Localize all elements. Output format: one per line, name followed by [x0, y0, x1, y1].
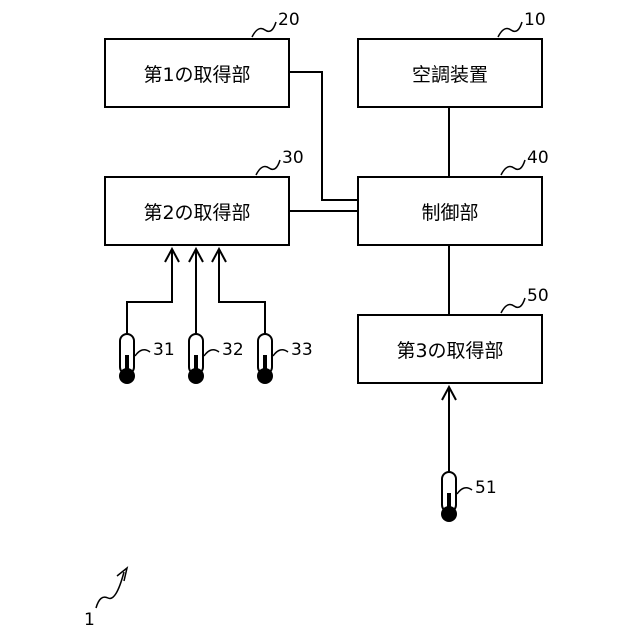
connector-acq1-control — [289, 72, 358, 200]
leader-line-40 — [501, 160, 525, 175]
ref-numeral-20: 20 — [278, 10, 300, 30]
acquisition-unit-1-block: 第1の取得部 — [104, 38, 290, 108]
leader-line-33 — [273, 350, 288, 356]
air-conditioner-label: 空調装置 — [412, 60, 488, 87]
arrow-up-icon — [442, 387, 456, 472]
thermometer-icon — [188, 334, 204, 384]
ref-numeral-31: 31 — [153, 340, 175, 360]
acquisition-unit-2-block: 第2の取得部 — [104, 176, 290, 246]
arrow-up-icon — [212, 249, 265, 334]
control-unit-label: 制御部 — [421, 198, 478, 225]
acquisition-unit-1-label: 第1の取得部 — [143, 60, 250, 87]
ref-numeral-32: 32 — [222, 340, 244, 360]
arrow-up-icon — [127, 249, 179, 334]
ref-numeral-30: 30 — [282, 148, 304, 168]
leader-line-31 — [135, 350, 150, 356]
leader-line-50 — [501, 298, 525, 313]
ref-numeral-40: 40 — [527, 148, 549, 168]
ref-numeral-33: 33 — [291, 340, 313, 360]
leader-line-51 — [457, 488, 472, 494]
thermometer-icon — [257, 334, 273, 384]
acquisition-unit-3-block: 第3の取得部 — [357, 314, 543, 384]
ref-numeral-51: 51 — [475, 478, 497, 498]
ref-numeral-10: 10 — [524, 10, 546, 30]
acquisition-unit-3-label: 第3の取得部 — [396, 336, 503, 363]
leader-line-32 — [204, 350, 219, 356]
ref-numeral-1: 1 — [84, 610, 95, 630]
leader-line-20 — [252, 22, 276, 37]
system-reference-arrow — [96, 568, 127, 608]
air-conditioner-block: 空調装置 — [357, 38, 543, 108]
leader-line-30 — [256, 160, 280, 175]
control-unit-block: 制御部 — [357, 176, 543, 246]
acquisition-unit-2-label: 第2の取得部 — [143, 198, 250, 225]
ref-numeral-50: 50 — [527, 286, 549, 306]
thermometer-icon — [119, 334, 135, 384]
thermometer-icon — [441, 472, 457, 522]
leader-line-10 — [498, 22, 522, 37]
arrow-up-icon — [189, 249, 203, 334]
